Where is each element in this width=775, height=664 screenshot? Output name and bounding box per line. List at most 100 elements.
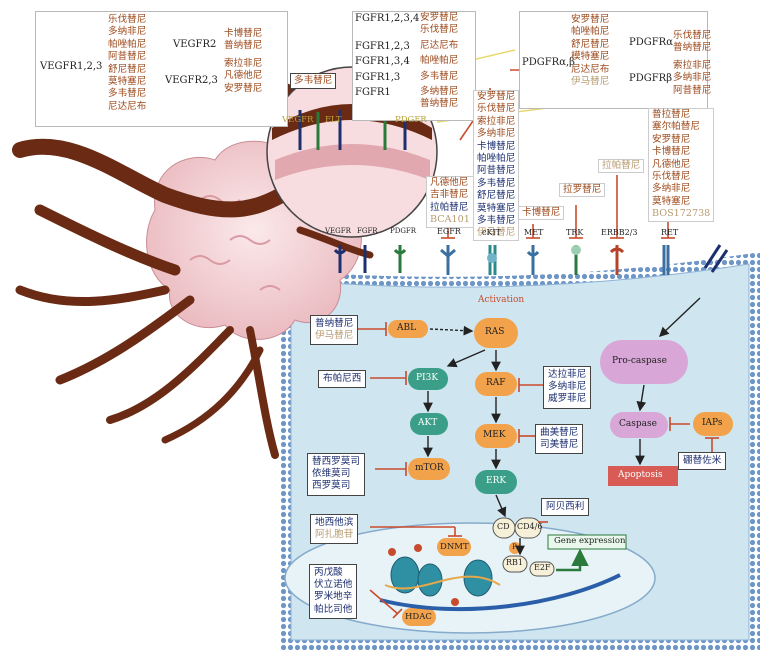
drug-name: 帕唑帕尼 [420, 55, 459, 67]
inhibitor-drug: 威罗菲尼 [548, 393, 587, 405]
fgfr-row-label: FGFR1,3 [355, 71, 401, 83]
drug-name: 卡博替尼 [652, 146, 691, 158]
drug-name: 普纳替尼 [224, 40, 263, 52]
node-erk: ERK [486, 476, 507, 486]
drug-name: 尼达尼布 [108, 100, 147, 112]
zoom-flt-label: FLT [325, 115, 342, 125]
drug-name: 多纳非尼 [477, 128, 516, 140]
pdgfr-beta-label: PDGFRβ [629, 73, 672, 84]
fgfr-row-label: FGFR1,2,3,4 [355, 13, 420, 24]
inhibitor-drug: 硼替佐米 [683, 455, 722, 466]
drug-name: 莫特塞尼 [108, 76, 147, 88]
fgfr-row-label: FGFR1 [355, 87, 391, 98]
drug-name: 吉非替尼 [430, 189, 469, 201]
drug-name: 普纳替尼 [420, 98, 459, 110]
activation-label: Activation [478, 295, 525, 305]
fgfr-row-drugs: 安罗替尼乐伐替尼 [420, 12, 458, 37]
node-hdac: HDAC [405, 612, 432, 622]
receptor-met-label: MET [524, 228, 544, 237]
drug-name: 卡博替尼 [522, 207, 561, 218]
drug-name: 凡德他尼 [430, 177, 469, 188]
receptor-egfr-label: EGFR [437, 227, 461, 236]
node-mtor: mTOR [415, 463, 444, 473]
fgfr-row-label: FGFR1,2,3 [355, 40, 410, 52]
fgfr-row-label: FGFR1,3,4 [355, 56, 410, 68]
inhibitor-drug: 多纳非尼 [548, 381, 587, 393]
vegfr2-label: VEGFR2 [173, 39, 217, 50]
inhibitor-drug: 依维莫司 [312, 468, 351, 480]
inhibitor-drug: 西罗莫司 [312, 480, 351, 492]
receptor-pdgfr-label: PDGFR [390, 227, 417, 235]
drug-name: 帕唑帕尼 [477, 153, 516, 165]
drug-name: 乐伐替尼 [673, 30, 712, 41]
node-procaspase: Pro-caspase [612, 356, 667, 366]
receptor-fgfr-label: FGFR [357, 227, 378, 235]
inhibitor-box-dnmt: 地西他滨阿扎胞苷 [310, 514, 359, 545]
node-abl: ABL [397, 323, 417, 333]
receptor-erbb-label: ERBB2/3 [601, 228, 638, 237]
drug-name: 卡博替尼 [224, 28, 263, 39]
drug-name: 多纳替尼 [420, 86, 459, 97]
pathway-nodes [388, 318, 733, 626]
inhibitor-box-hdac: 丙戊酸伏立诺他罗米地辛帕比司他 [309, 564, 358, 619]
node-cd: CD [497, 522, 510, 531]
inhibitor-box-mek: 曲美替尼司美替尼 [535, 424, 584, 455]
receptor-ret-label: RET [661, 228, 679, 237]
drug-name: 伊马替尼 [477, 227, 516, 239]
inhibitor-drug: 阿扎胞苷 [315, 529, 354, 541]
drug-name: 多纳非尼 [673, 72, 712, 84]
pdgfr-drug-panel [519, 11, 708, 109]
met-drug-list: 卡博替尼 [518, 206, 565, 221]
erbb-drug-list: 拉帕替尼 [598, 159, 645, 174]
trk-drug-list: 拉罗替尼 [559, 183, 606, 198]
zoom-vegfr-label: VEGFR [282, 115, 314, 125]
inhibitor-drug: 司美替尼 [540, 439, 579, 451]
inhibitor-box-abl: 普纳替尼伊马替尼 [310, 315, 359, 346]
drug-name: 拉帕替尼 [602, 160, 641, 171]
fgfr-row-drugs: 尼达尼布 [420, 40, 458, 52]
inhibitor-drug: 伊马替尼 [315, 330, 354, 342]
node-ras: RAS [485, 327, 505, 337]
kit-drug-list: 安罗替尼乐伐替尼索拉非尼多纳非尼卡博替尼帕唑帕尼阿昔替尼多韦替尼舒尼替尼莫特塞尼… [473, 90, 520, 241]
inhibitor-box-cd46: 阿贝西利 [541, 498, 590, 517]
inhibitor-box-pi3k: 布帕尼西 [318, 370, 367, 389]
drug-name: 莫特塞尼 [477, 202, 516, 214]
node-gene-expression: Gene expression [554, 536, 626, 546]
inhibitor-drug: 地西他滨 [315, 517, 354, 528]
chromatin [379, 544, 621, 612]
node-caspase: Caspase [619, 419, 657, 429]
drug-name: 索拉非尼 [673, 60, 712, 71]
vegfr-drug-list: 乐伐替尼多纳非尼帕唑帕尼阿昔替尼舒尼替尼莫特塞尼多韦替尼尼达尼布 [108, 14, 146, 113]
inhibitor-drug: 达拉菲尼 [548, 369, 587, 380]
receptor-inhibitor-lines [441, 69, 675, 239]
drug-name: 尼达尼布 [571, 63, 610, 75]
pdgfr-alpha-label: PDGFRα [629, 37, 673, 48]
inhibitor-drug: 替西罗莫司 [312, 456, 360, 467]
drug-name: 凡德他尼 [224, 70, 263, 82]
drug-name: 拉帕替尼 [430, 201, 469, 213]
receptor-trk-label: TRK [566, 228, 584, 237]
node-cd46: CD4/6 [517, 522, 543, 531]
drug-name: 多韦替尼 [477, 177, 516, 189]
inhibitor-box-mtor: 替西罗莫司依维莫司西罗莫司 [307, 453, 365, 496]
drug-name: 多韦替尼 [420, 70, 459, 82]
drug-name: 帕唑帕尼 [571, 26, 610, 38]
drug-name: BOS172738 [652, 208, 711, 220]
drug-name: 伊马替尼 [571, 76, 610, 88]
drug-name: 舒尼替尼 [571, 38, 610, 50]
inhibitor-drug: 曲美替尼 [540, 427, 579, 438]
inhibitor-drug: 普纳替尼 [315, 318, 354, 329]
pdgfr-beta-drug-list: 索拉非尼多纳非尼阿昔替尼 [673, 60, 711, 97]
drug-name: 乐伐替尼 [477, 103, 516, 115]
inhibitor-drug: 伏立诺他 [314, 579, 353, 591]
drug-name: 模特塞尼 [571, 51, 610, 63]
drug-name: 乐伐替尼 [108, 14, 147, 25]
node-rb1: RB1 [506, 558, 523, 567]
drug-name: 多纳非尼 [652, 183, 691, 195]
node-dnmt: DNMT [440, 542, 469, 552]
drug-name: 安罗替尼 [420, 12, 459, 23]
drug-name: 莫特塞尼 [652, 195, 691, 207]
